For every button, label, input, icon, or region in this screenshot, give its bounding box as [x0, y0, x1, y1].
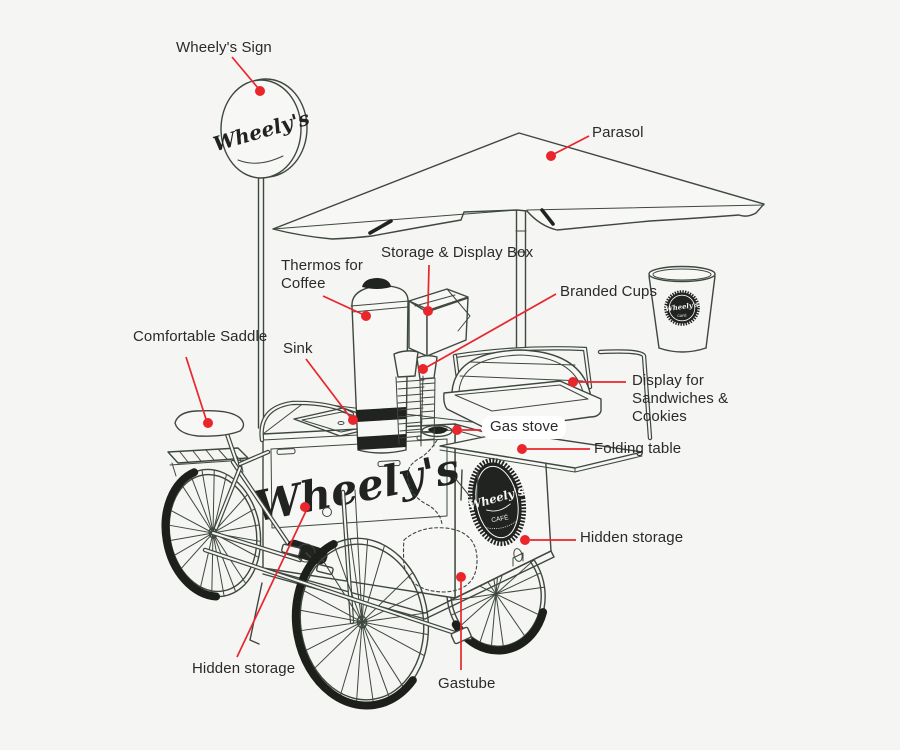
label-gas-stove: Gas stove — [482, 416, 567, 439]
label-parasol: Parasol — [592, 124, 644, 141]
rear-wheel — [156, 462, 271, 604]
folding-table-illustration — [439, 431, 643, 501]
chassis-beam — [202, 547, 473, 645]
label-wheelys-sign: Wheely's Sign — [176, 39, 272, 56]
callout-dot-parasol — [546, 151, 556, 161]
label-branded-cups: Branded Cups — [560, 283, 658, 300]
label-thermos-for-coffee: Thermos for Coffee — [281, 257, 363, 292]
cup-badge-subtitle-text: CAFÉ — [677, 313, 687, 318]
callout-dot-folding-table — [517, 444, 527, 454]
thermos-illustration — [350, 278, 410, 454]
callout-dot-thermos — [361, 311, 371, 321]
badge-subtitle-text: CAFÉ — [491, 512, 510, 524]
callout-dot-gastube — [456, 572, 466, 582]
parasol-illustration — [272, 132, 765, 433]
label-hidden-storage-side: Hidden storage — [580, 529, 684, 546]
callout-dot-hidden-storage-front — [300, 502, 310, 512]
label-hidden-storage-front: Hidden storage — [192, 660, 296, 677]
cup-illustration: Wheely's CAFÉ — [648, 265, 716, 353]
callout-dot-wheelys-sign — [255, 86, 265, 96]
wheelys-sign-illustration: Wheely's — [210, 78, 312, 429]
callout-dot-gas-stove — [452, 425, 462, 435]
label-display-sandwiches: Display for Sandwiches & Cookies — [632, 372, 729, 425]
callout-dot-saddle — [203, 418, 213, 428]
callout-dot-storage-box — [423, 306, 433, 316]
label-folding-table: Folding table — [594, 440, 682, 457]
label-sink: Sink — [283, 340, 313, 357]
callout-dot-sink — [348, 415, 358, 425]
label-gastube: Gastube — [438, 675, 496, 692]
counter-top — [259, 346, 653, 443]
label-storage-display-box: Storage & Display Box — [381, 244, 534, 261]
front-wheel — [285, 530, 439, 715]
callout-leaders — [185, 56, 626, 670]
callout-dot-hidden-storage-side — [520, 535, 530, 545]
storage-display-box-illustration — [408, 288, 471, 357]
label-comfortable-saddle: Comfortable Saddle — [133, 328, 268, 345]
cup-badge: Wheely's CAFÉ — [664, 290, 700, 326]
callout-dot-display — [568, 377, 578, 387]
callout-dot-branded-cups — [418, 364, 428, 374]
